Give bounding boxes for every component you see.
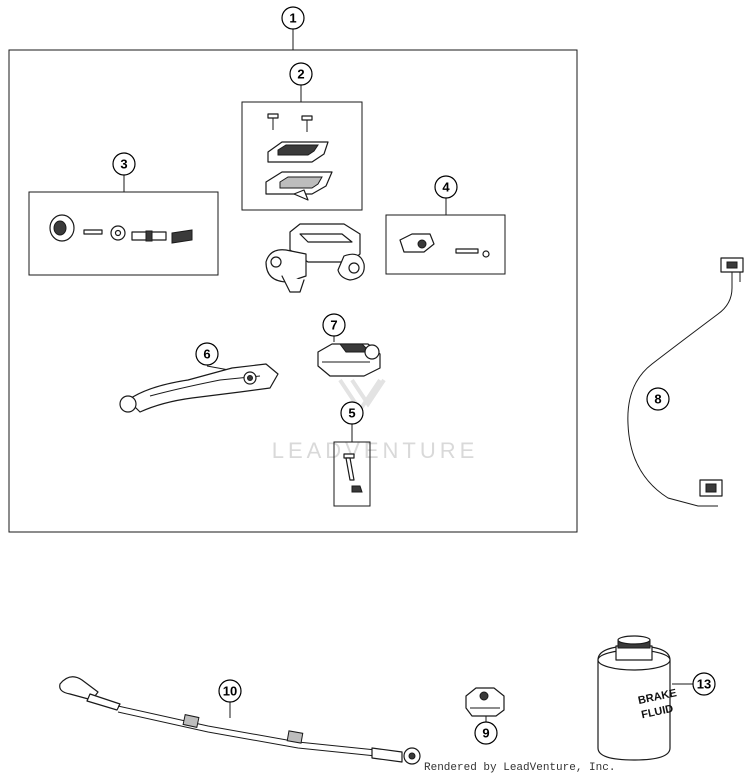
svg-text:1: 1	[289, 11, 296, 26]
svg-text:2: 2	[297, 67, 304, 82]
svg-text:7: 7	[330, 318, 337, 333]
callout-8[interactable]: 8	[646, 387, 670, 411]
kit-box-2	[241, 101, 363, 211]
svg-text:4: 4	[442, 180, 450, 195]
svg-text:3: 3	[120, 157, 127, 172]
svg-text:5: 5	[348, 406, 355, 421]
part-2-cover-screws[interactable]	[265, 113, 333, 201]
master-cylinder-body[interactable]	[265, 223, 365, 293]
part-9-clamp[interactable]	[465, 687, 505, 717]
callout-5[interactable]: 5	[340, 401, 364, 425]
callout-7[interactable]: 7	[322, 313, 346, 337]
callout-6[interactable]: 6	[195, 342, 219, 366]
watermark-text: LEADVENTURE	[272, 438, 479, 463]
svg-text:6: 6	[203, 347, 210, 362]
part-5-pivot-bolt[interactable]	[343, 453, 363, 493]
callout-3[interactable]: 3	[112, 152, 136, 176]
part-4-pivot-kit[interactable]	[399, 233, 490, 258]
callout-13[interactable]: 13	[692, 672, 716, 696]
callout-10[interactable]: 10	[218, 679, 242, 703]
part-3-piston-kit[interactable]	[49, 214, 193, 244]
credit-text: Rendered by LeadVenture, Inc.	[424, 762, 615, 774]
callout-9[interactable]: 9	[474, 721, 498, 745]
part-8-switch-cable[interactable]	[627, 257, 744, 507]
svg-text:8: 8	[654, 392, 661, 407]
part-10-brake-hose[interactable]	[59, 676, 421, 765]
callout-4[interactable]: 4	[434, 175, 458, 199]
svg-text:10: 10	[223, 684, 237, 699]
part-13-brake-fluid-can[interactable]: BRAKE FLUID	[597, 635, 678, 761]
part-7-adjuster[interactable]	[317, 343, 381, 377]
svg-text:13: 13	[697, 677, 711, 692]
callout-2[interactable]: 2	[289, 62, 313, 86]
callout-1[interactable]: 1	[281, 6, 305, 30]
svg-text:9: 9	[482, 726, 489, 741]
part-6-brake-lever[interactable]	[119, 363, 279, 413]
